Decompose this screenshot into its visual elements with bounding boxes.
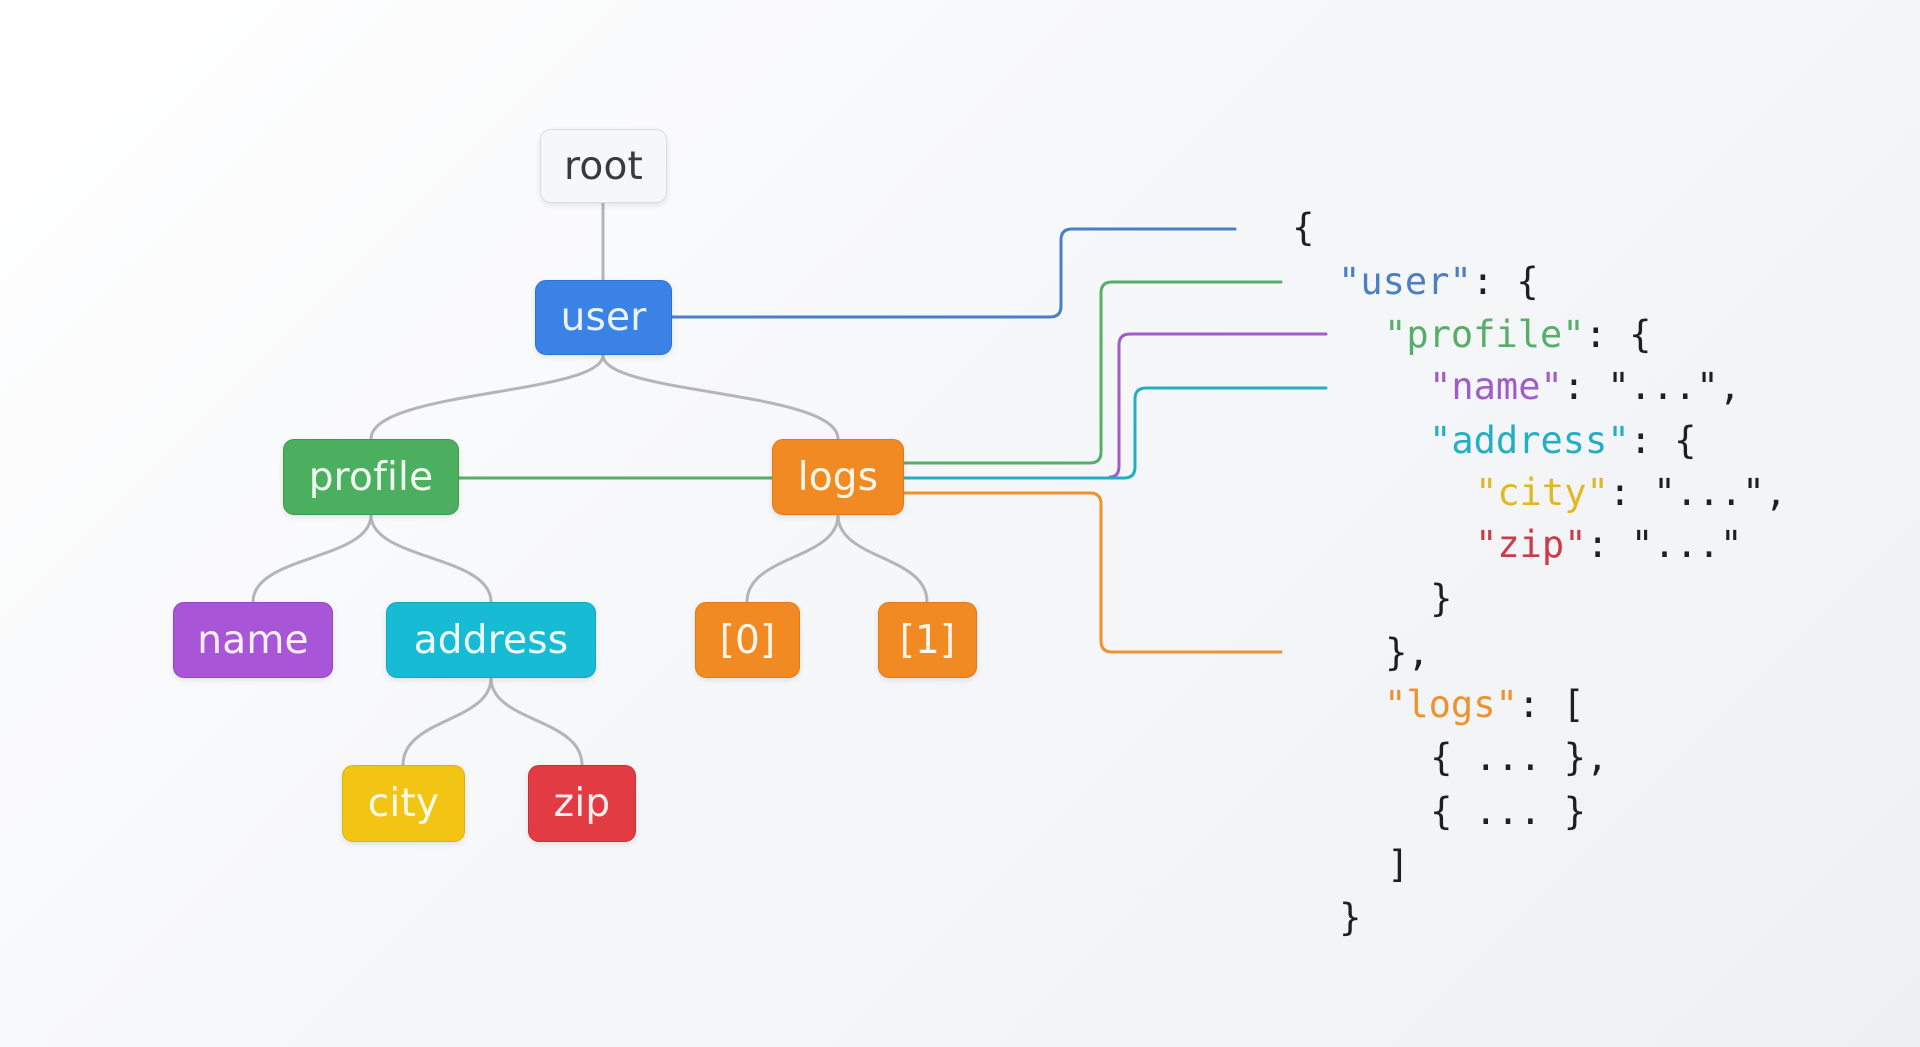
- node-log-0[interactable]: [0]: [695, 602, 800, 678]
- json-key-address: "address": [1429, 419, 1630, 462]
- node-address[interactable]: address: [386, 602, 596, 678]
- code-text: { ... },: [1430, 736, 1609, 779]
- code-line-name: "name": "...",: [1340, 307, 1741, 466]
- code-text: : "...",: [1608, 471, 1787, 514]
- code-line-close-root: }: [1250, 838, 1361, 997]
- code-text: ]: [1387, 843, 1410, 886]
- node-root-label: root: [564, 143, 643, 189]
- map-line-address: [902, 386, 1328, 480]
- code-line-close-logs: ]: [1298, 785, 1409, 944]
- edge-user-profile: [369, 353, 605, 441]
- node-name[interactable]: name: [173, 602, 333, 678]
- map-line-user: [670, 227, 1237, 319]
- edge-logs-log0: [745, 513, 840, 604]
- edge-profile-address: [369, 513, 493, 604]
- node-zip[interactable]: zip: [528, 765, 636, 842]
- code-text: },: [1385, 631, 1430, 674]
- node-log-1[interactable]: [1]: [878, 602, 977, 678]
- code-text: }: [1430, 577, 1453, 620]
- json-key-profile: "profile": [1384, 313, 1585, 356]
- node-name-label: name: [197, 617, 309, 663]
- code-text: : "...": [1586, 523, 1743, 566]
- map-line-logs: [902, 491, 1283, 654]
- map-line-profile: [902, 280, 1283, 465]
- node-log-1-label: [1]: [899, 617, 956, 663]
- code-text: : {: [1471, 260, 1539, 303]
- edge-user-logs: [601, 353, 840, 441]
- json-key-name: "name": [1429, 365, 1563, 408]
- code-line-item-1: { ... }: [1341, 732, 1586, 891]
- map-line-name: [1108, 332, 1328, 479]
- node-user[interactable]: user: [535, 280, 672, 355]
- code-line-profile: "profile": {: [1295, 255, 1651, 414]
- json-key-logs: "logs": [1384, 683, 1518, 726]
- code-text: : "...",: [1562, 365, 1741, 408]
- edge-logs-log1: [836, 513, 929, 604]
- code-text: {: [1292, 206, 1315, 249]
- code-line-item-0: { ... },: [1341, 678, 1608, 837]
- code-text: : {: [1584, 313, 1652, 356]
- code-line-close-profile: },: [1296, 573, 1430, 732]
- node-logs[interactable]: logs: [772, 439, 904, 515]
- json-key-user: "user": [1338, 260, 1472, 303]
- code-line-address: "address": {: [1340, 361, 1696, 520]
- node-logs-label: logs: [797, 454, 879, 500]
- code-line-close-address: }: [1341, 519, 1452, 678]
- node-city[interactable]: city: [342, 765, 465, 842]
- node-log-0-label: [0]: [719, 617, 776, 663]
- node-zip-label: zip: [553, 781, 611, 826]
- edge-address-zip: [489, 676, 584, 767]
- code-line-city: "city": "...",: [1386, 413, 1787, 572]
- node-root[interactable]: root: [540, 129, 667, 203]
- node-profile-label: profile: [308, 454, 434, 500]
- json-key-zip: "zip": [1475, 523, 1587, 566]
- code-text: }: [1339, 896, 1362, 939]
- edge-profile-name: [251, 513, 373, 604]
- code-line-logs: "logs": [: [1295, 625, 1585, 784]
- code-line-user: "user": {: [1249, 202, 1539, 361]
- code-text: : {: [1629, 419, 1697, 462]
- code-text: { ... }: [1430, 790, 1587, 833]
- node-address-label: address: [413, 617, 569, 663]
- node-city-label: city: [367, 781, 440, 826]
- node-user-label: user: [560, 295, 647, 340]
- edge-address-city: [401, 676, 493, 767]
- code-line-open: {: [1203, 148, 1314, 307]
- code-text: : [: [1517, 683, 1585, 726]
- code-line-zip: "zip": "...": [1386, 465, 1742, 624]
- node-profile[interactable]: profile: [283, 439, 459, 515]
- json-key-city: "city": [1475, 471, 1609, 514]
